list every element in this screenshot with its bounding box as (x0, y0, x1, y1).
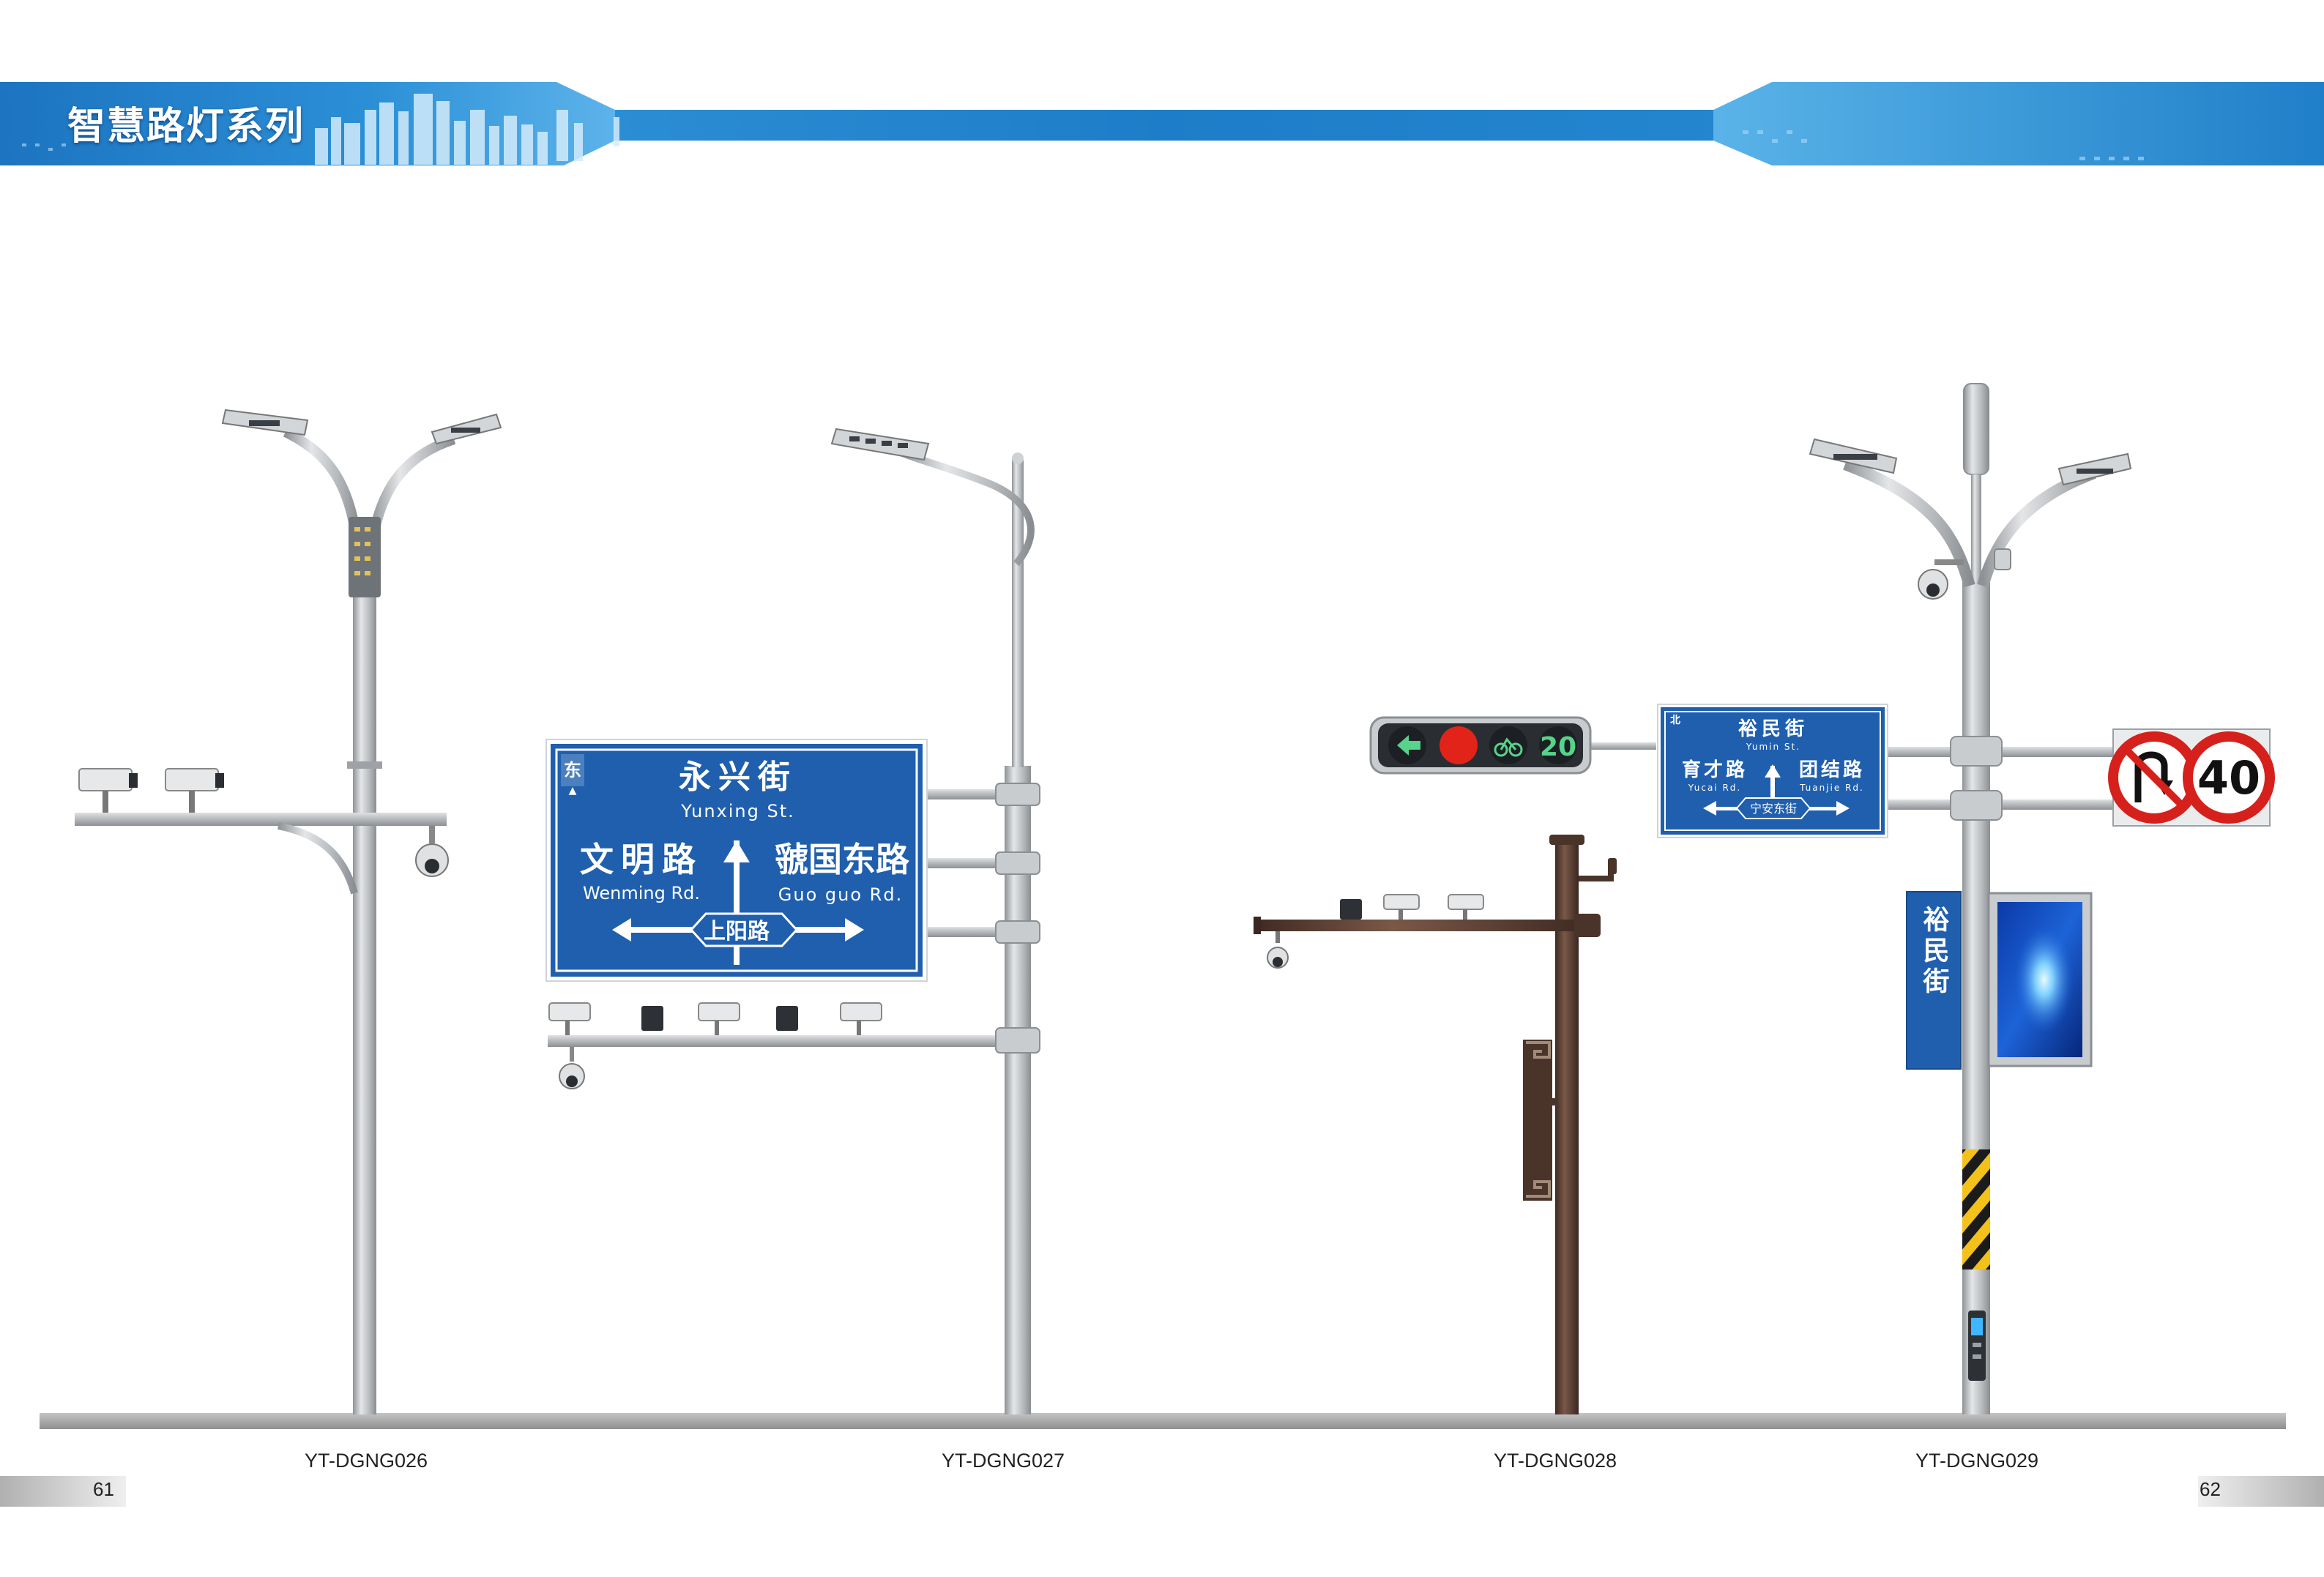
sign029-left-road-cn: 育才路 (1682, 758, 1748, 781)
sign027-left-road-cn: 文明路 (580, 840, 703, 879)
model-label-028: YT-DGNG028 (1493, 1450, 1617, 1472)
model-label-027: YT-DGNG027 (941, 1450, 1065, 1472)
sign027-left-road-en: Wenming Rd. (583, 883, 700, 903)
sign029-top-road-cn: 裕民街 (1738, 717, 1809, 740)
street-banner-text: 裕民街 (1919, 906, 1951, 998)
model-label-026: YT-DGNG026 (304, 1450, 428, 1472)
ground-line (40, 1413, 2286, 1429)
page-tab-right (2198, 1476, 2324, 1507)
sign029-top-road-en: Yumin St. (1746, 742, 1800, 752)
sign029-direction-badge: 北 (1670, 715, 1680, 726)
traffic-light-countdown: 20 (1540, 732, 1576, 762)
sign027-right-road-cn: 虢国东路 (775, 840, 910, 879)
model-label-029: YT-DGNG029 (1915, 1450, 2039, 1472)
sign027-top-road-en: Yunxing St. (680, 801, 795, 821)
header-graphic (0, 82, 2324, 165)
pole-ytdgng029 (1657, 383, 2275, 1414)
sign027-direction-badge: 东 (564, 760, 581, 780)
header-band: 智慧路灯系列 (0, 0, 2324, 176)
sign029-bottom-road-cn: 宁安东街 (1750, 802, 1797, 816)
page-title: 智慧路灯系列 (67, 105, 305, 149)
pole-ytdgng026 (75, 409, 502, 1414)
svg-text:▲: ▲ (569, 785, 577, 797)
sign027-top-road-cn: 永兴街 (679, 758, 797, 796)
pole-ytdgng027 (545, 428, 1040, 1414)
page-tab-left (0, 1476, 126, 1507)
sign029-right-road-en: Tuanjie Rd. (1799, 783, 1864, 793)
speed-limit-value: 40 (2197, 751, 2260, 805)
sign029-left-road-en: Yucai Rd. (1688, 783, 1741, 793)
sign027-right-road-en: Guo guo Rd. (778, 884, 903, 905)
sign029-right-road-cn: 团结路 (1799, 758, 1865, 781)
pole-ytdgng028 (1254, 716, 1656, 1414)
page-number-left: 61 (93, 1478, 114, 1500)
page-number-right: 62 (2200, 1478, 2221, 1500)
sign027-bottom-road-cn: 上阳路 (704, 919, 770, 944)
